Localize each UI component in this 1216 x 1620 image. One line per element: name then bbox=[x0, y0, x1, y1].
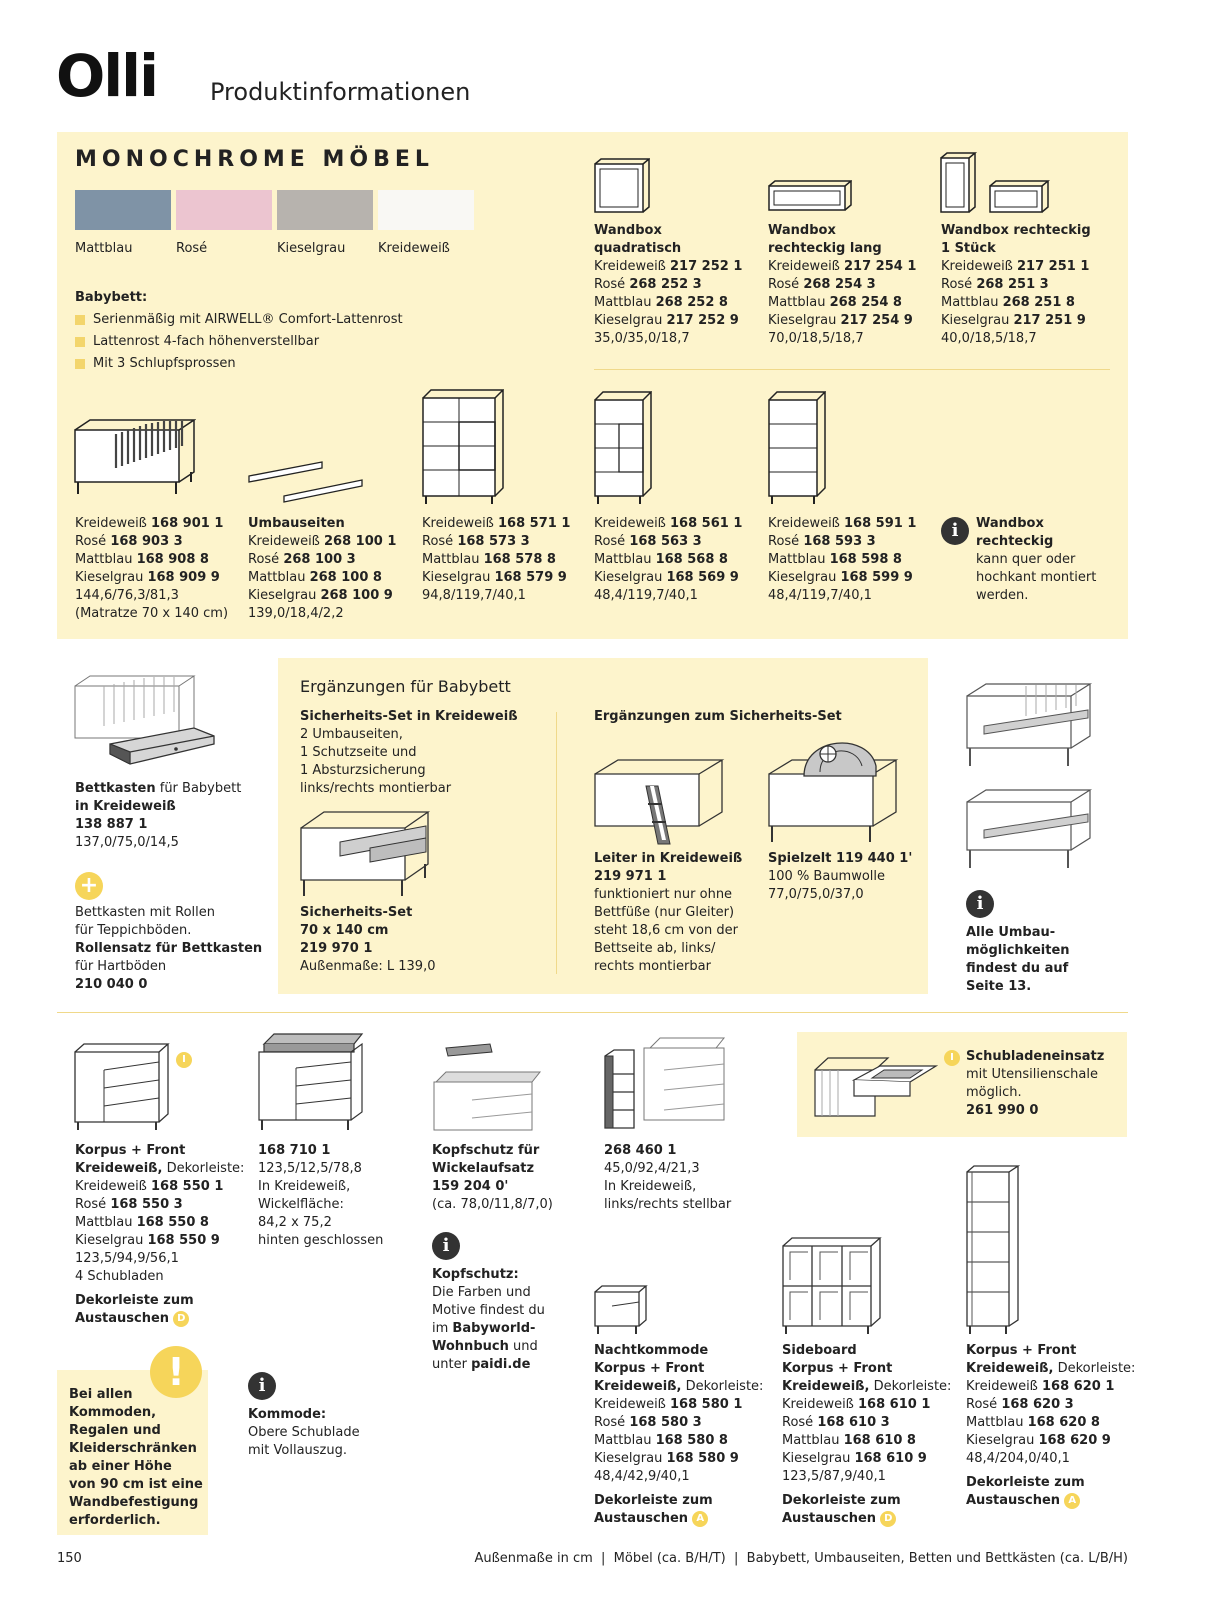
warning-icon: ! bbox=[150, 1346, 202, 1398]
feature-item: Lattenrost 4-fach höhenverstellbar bbox=[75, 331, 403, 353]
babybett-features: Babybett: Serienmäßig mit AIRWELL® Comfo… bbox=[75, 287, 403, 375]
swatch-label: Kieselgrau bbox=[277, 241, 346, 256]
umbauseiten-illustration bbox=[248, 458, 364, 504]
umbau-note: Alle Umbau- möglichkeiten findest du auf… bbox=[966, 925, 1070, 994]
regal-schmal-illustration bbox=[594, 390, 652, 506]
sideboard-illustration bbox=[782, 1236, 882, 1336]
swatch-rose bbox=[176, 190, 272, 230]
swatch-kieselgrau bbox=[277, 190, 373, 230]
badge-i: I bbox=[944, 1050, 960, 1066]
hochregal-illustration bbox=[966, 1164, 1020, 1336]
divider bbox=[594, 369, 1110, 370]
warning-text: Bei allen Kommoden, Regalen und Kleiders… bbox=[69, 1387, 203, 1528]
kommode-illustration bbox=[74, 1040, 170, 1132]
spielzelt-info: Spielzelt 119 440 1' 100 % Baumwolle 77,… bbox=[768, 851, 913, 902]
swatch-kreideweiss bbox=[378, 190, 474, 230]
wickelaufsatz-info: 168 710 1 123,5/12,5/78,8 In Kreideweiß,… bbox=[258, 1143, 384, 1248]
section-title: MONOCHROME MÖBEL bbox=[75, 147, 434, 172]
leiter-illustration bbox=[594, 756, 726, 846]
page-subtitle: Produktinformationen bbox=[210, 78, 471, 106]
nachtkommode-illustration bbox=[594, 1284, 648, 1336]
wandbox-note: Wandbox rechteckig kann quer oder hochka… bbox=[976, 516, 1097, 603]
badge-d: D bbox=[173, 1310, 190, 1327]
babybett-info: Kreideweiß 168 901 1 Rosé 168 903 3 Matt… bbox=[75, 516, 229, 621]
rollensatz-info: Bettkasten mit Rollen für Teppichböden. … bbox=[75, 905, 263, 992]
badge-d: D bbox=[880, 1510, 897, 1527]
regal-schmal-info: Kreideweiß 168 561 1 Rosé 168 563 3 Matt… bbox=[594, 516, 743, 603]
info-icon: i bbox=[941, 517, 969, 545]
ergaenzungen-title: Ergänzungen für Babybett bbox=[300, 677, 511, 696]
wickelkommode-illustration bbox=[258, 1030, 366, 1132]
seitenregal-illustration bbox=[604, 1030, 730, 1134]
spielzelt-illustration bbox=[768, 724, 900, 846]
seitenregal-info: 268 460 1 45,0/92,4/21,3 In Kreideweiß, … bbox=[604, 1143, 732, 1212]
umbauseiten-info: Umbauseiten Kreideweiß 268 100 1 Rosé 26… bbox=[248, 516, 397, 621]
page-number: 150 bbox=[57, 1551, 82, 1566]
babybett-illustration bbox=[74, 416, 196, 496]
leiter-info: Leiter in Kreideweiß 219 971 1 funktioni… bbox=[594, 851, 743, 974]
brand-logo: Olli bbox=[56, 42, 159, 110]
badge-a: A bbox=[692, 1510, 709, 1527]
kopfschutz-illustration bbox=[432, 1042, 544, 1132]
bettkasten-info: Bettkasten für Babybett in Kreideweiß 13… bbox=[75, 781, 242, 850]
bett-illustration bbox=[966, 786, 1096, 872]
wandbox-rechteckig-illustration bbox=[940, 152, 1050, 214]
wandbox-lang-info: Wandbox rechteckig lang Kreideweiß 217 2… bbox=[768, 223, 917, 346]
kopfschutz-note: Kopfschutz: Die Farben und Motive findes… bbox=[432, 1267, 545, 1372]
regal-tueren-info: Kreideweiß 168 591 1 Rosé 168 593 3 Matt… bbox=[768, 516, 917, 603]
warning-panel bbox=[57, 1370, 208, 1535]
nachtkommode-info: Nachtkommode Korpus + Front Kreideweiß, … bbox=[594, 1343, 764, 1527]
regal-breit-illustration bbox=[422, 388, 504, 506]
wandbox-quadratisch-illustration bbox=[594, 158, 650, 214]
footer-legend: Außenmaße in cm | Möbel (ca. B/H/T) | Ba… bbox=[474, 1551, 1128, 1566]
swatch-label: Mattblau bbox=[75, 241, 133, 256]
hochregal-info: Korpus + Front Kreideweiß, Dekorleiste: … bbox=[966, 1343, 1136, 1509]
divider bbox=[556, 712, 557, 974]
schubladeneinsatz-info: Schubladeneinsatz mit Utensilienschale m… bbox=[966, 1049, 1105, 1118]
info-icon: i bbox=[248, 1372, 276, 1400]
badge-i: I bbox=[176, 1052, 192, 1068]
badge-a: A bbox=[1064, 1492, 1081, 1509]
wandbox-lang-illustration bbox=[768, 180, 852, 212]
swatch-label: Rosé bbox=[176, 241, 208, 256]
sideboard-info: Sideboard Korpus + Front Kreideweiß, Dek… bbox=[782, 1343, 952, 1527]
wandbox-rechteckig-info: Wandbox rechteckig 1 Stück Kreideweiß 21… bbox=[941, 223, 1091, 346]
swatch-mattblau bbox=[75, 190, 171, 230]
bettkasten-illustration bbox=[74, 672, 216, 772]
ergaenzungen-zum-set-title: Ergänzungen zum Sicherheits-Set bbox=[594, 709, 842, 724]
swatch-label: Kreideweiß bbox=[378, 241, 450, 256]
babybett-heading: Babybett: bbox=[75, 290, 148, 305]
feature-item: Serienmäßig mit AIRWELL® Comfort-Lattenr… bbox=[75, 309, 403, 331]
info-icon: i bbox=[432, 1232, 460, 1260]
sicherheitsset-info: Sicherheits-Set in Kreideweiß 2 Umbausei… bbox=[300, 709, 518, 796]
feature-item: Mit 3 Schlupfsprossen bbox=[75, 353, 403, 375]
juniorbett-illustration bbox=[966, 682, 1096, 770]
plus-icon: + bbox=[75, 872, 103, 900]
kopfschutz-info: Kopfschutz für Wickelaufsatz 159 204 0' … bbox=[432, 1143, 553, 1212]
kommode-info: Korpus + Front Kreideweiß, Dekorleiste: … bbox=[75, 1143, 245, 1327]
regal-tueren-illustration bbox=[768, 390, 826, 506]
info-icon: i bbox=[966, 890, 994, 918]
sicherheitsset-illustration bbox=[300, 808, 432, 900]
divider bbox=[57, 1012, 1128, 1013]
kommode-note: Kommode: Obere Schublade mit Vollauszug. bbox=[248, 1407, 360, 1458]
wandbox-quadratisch-info: Wandbox quadratisch Kreideweiß 217 252 1… bbox=[594, 223, 743, 346]
schublade-illustration bbox=[814, 1052, 938, 1118]
regal-breit-info: Kreideweiß 168 571 1 Rosé 168 573 3 Matt… bbox=[422, 516, 571, 603]
sicherheitsset-70-info: Sicherheits-Set 70 x 140 cm 219 970 1 Au… bbox=[300, 905, 436, 974]
